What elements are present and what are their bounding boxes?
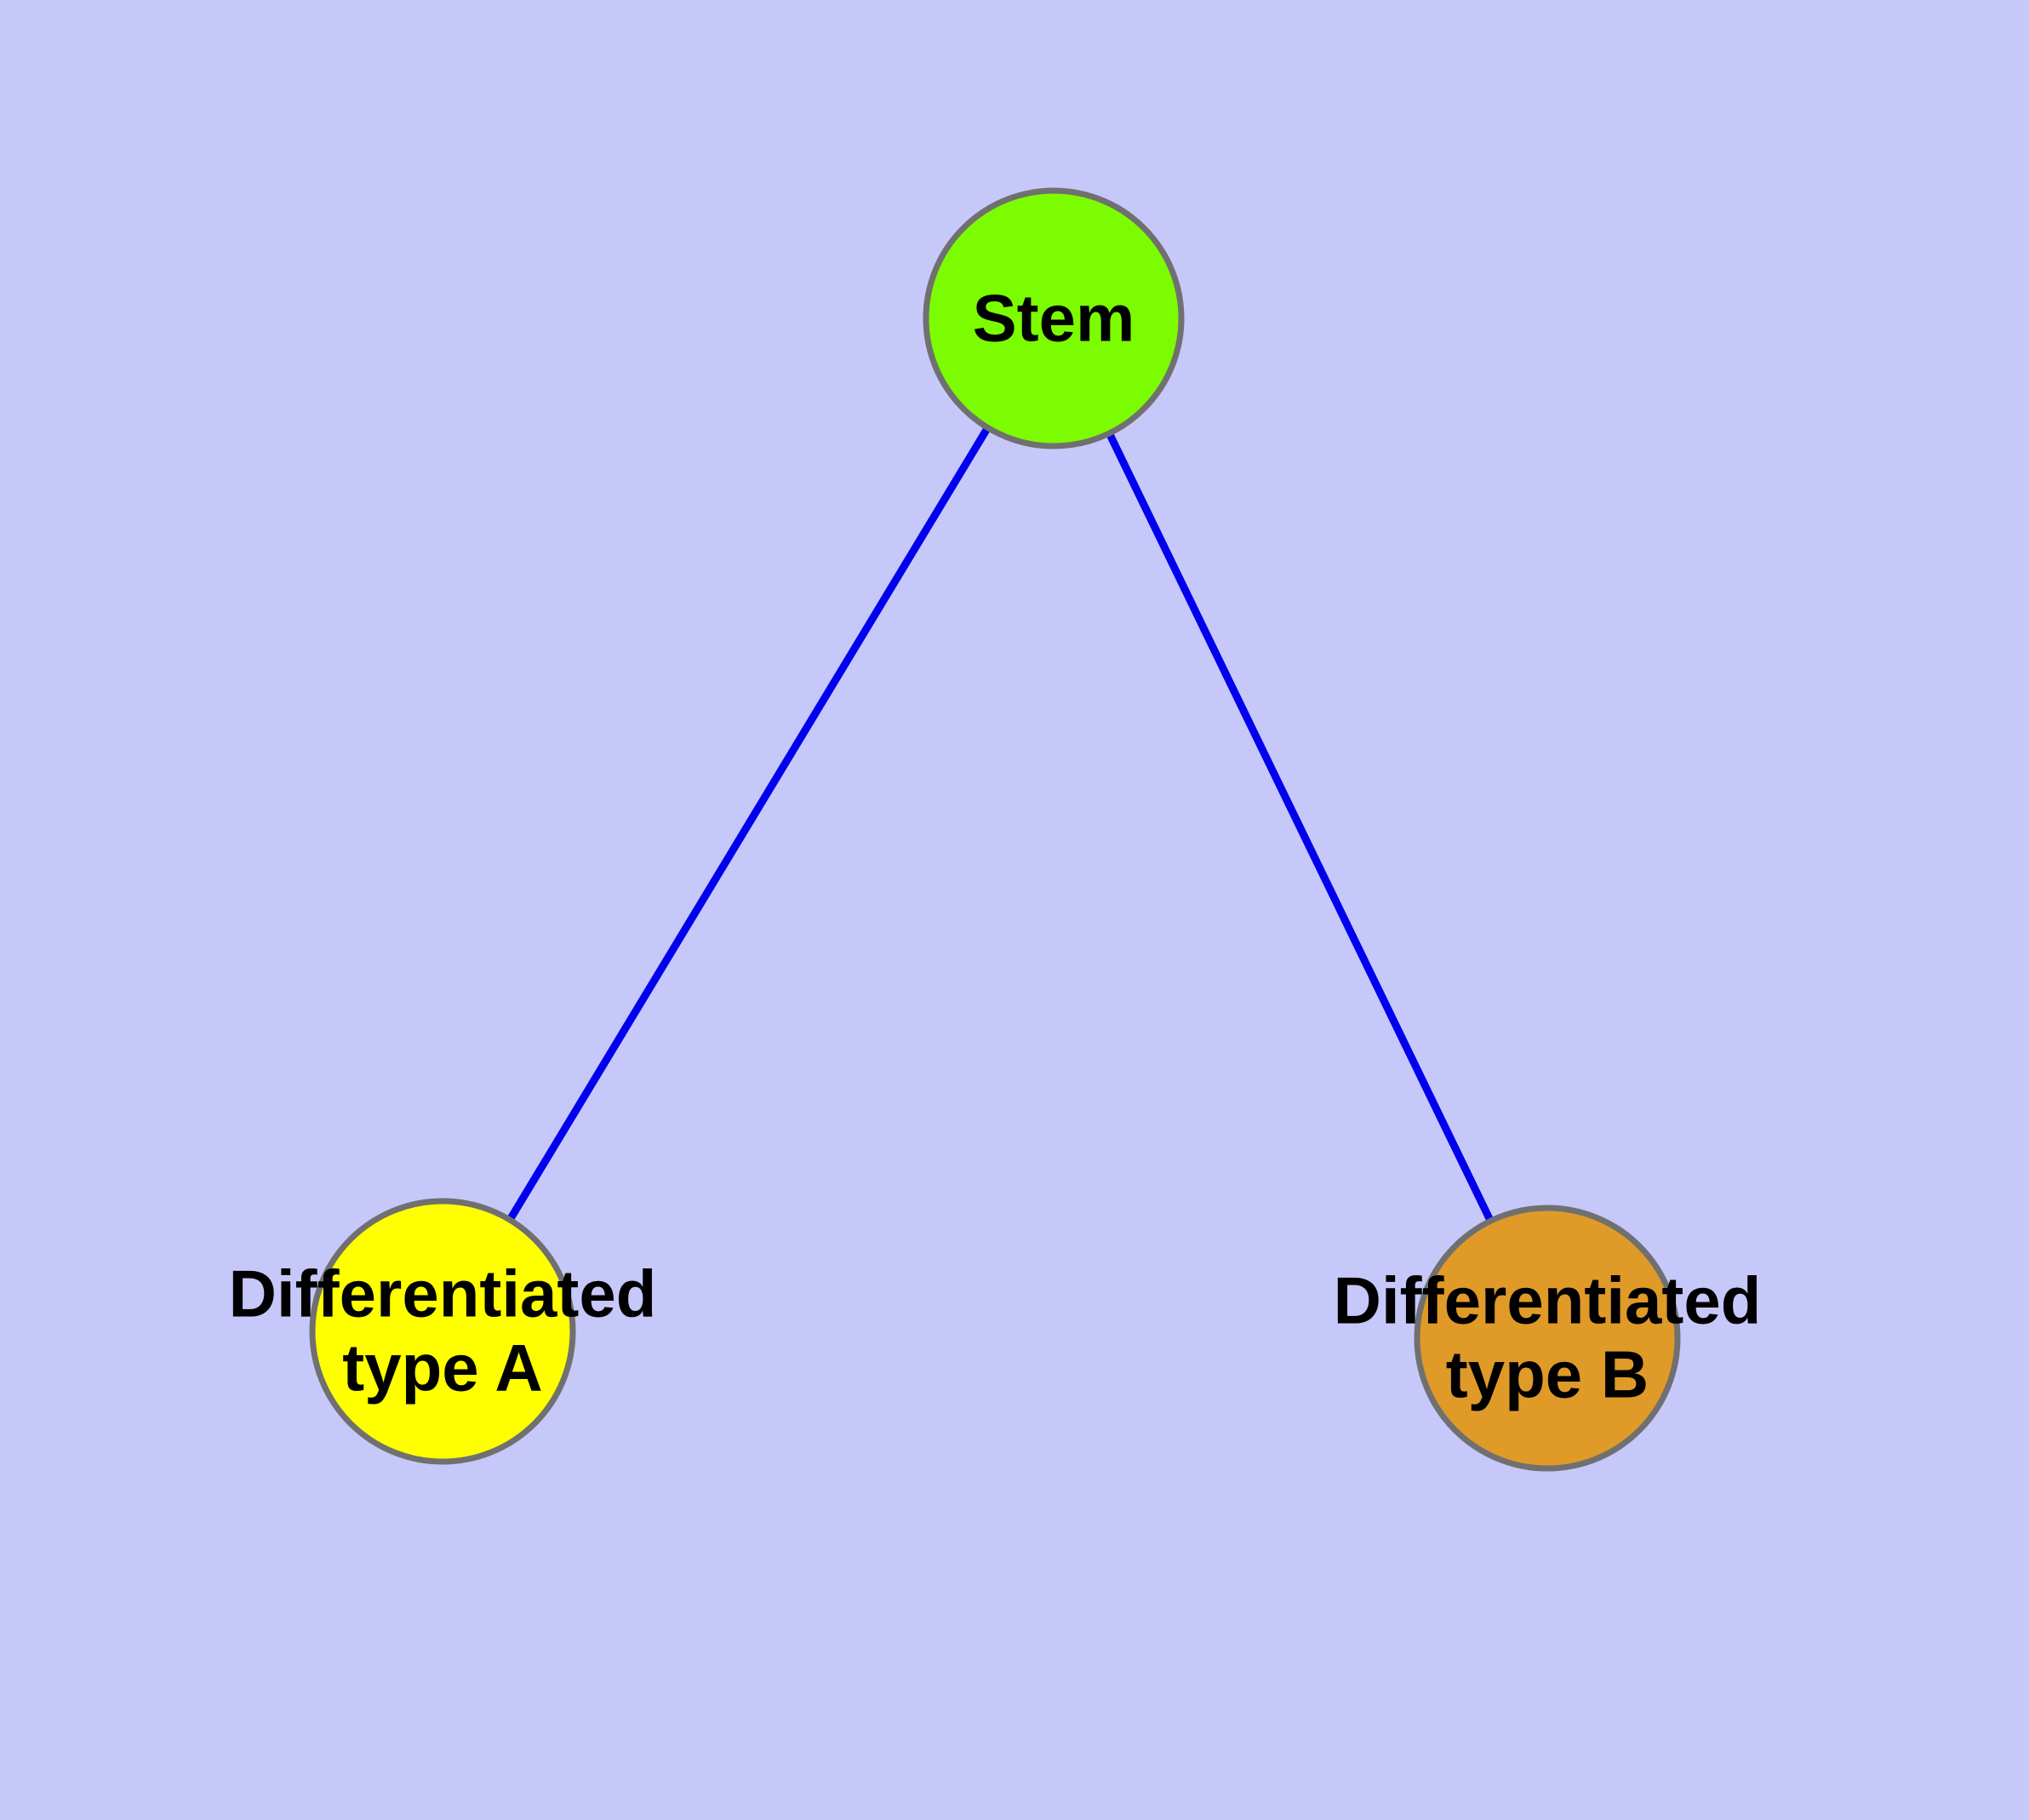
edges-layer — [506, 426, 1494, 1222]
graph-node-stem[interactable] — [923, 187, 1185, 449]
nodes-layer — [309, 187, 1681, 1472]
graph-edge — [1106, 432, 1494, 1222]
graph-edge — [506, 426, 991, 1222]
graph-node-diff_a[interactable] — [309, 1198, 576, 1465]
graph-node-diff_b[interactable] — [1414, 1205, 1681, 1472]
